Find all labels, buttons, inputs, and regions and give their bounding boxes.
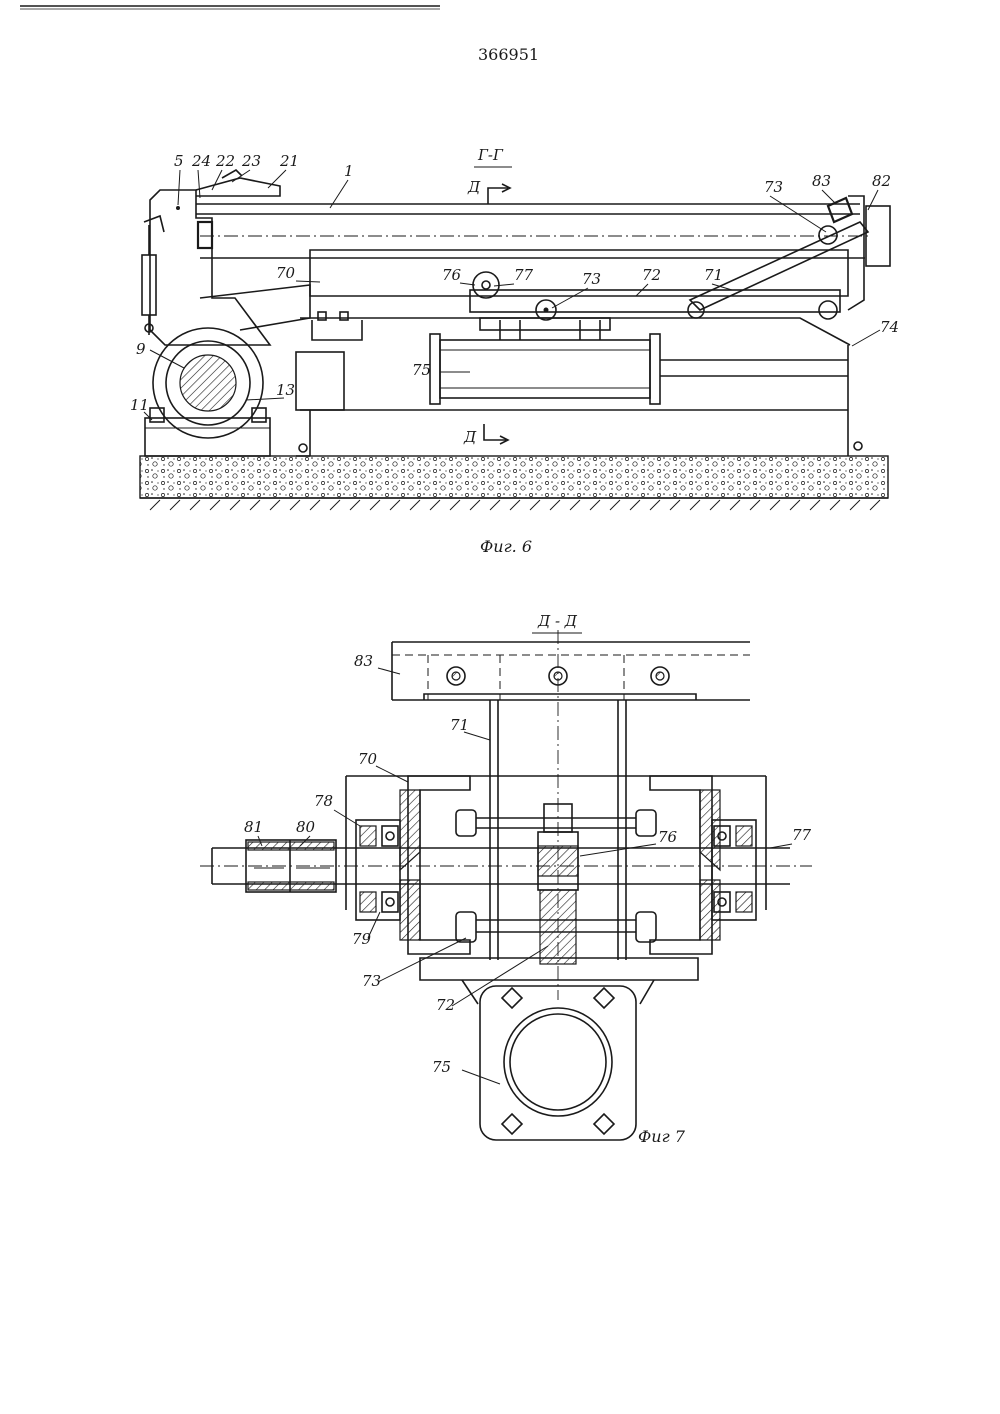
label-1: 1 xyxy=(344,162,354,180)
label-70: 70 xyxy=(276,264,296,282)
label-73b: 73 xyxy=(582,270,601,288)
roller-73-ur xyxy=(636,810,656,836)
label-79: 79 xyxy=(352,930,372,948)
fig6-caption: Фиг. 6 xyxy=(480,537,532,556)
fig7-caption: Фиг 7 xyxy=(638,1127,686,1146)
label-75: 75 xyxy=(432,1058,451,1076)
foundation-ground xyxy=(140,456,888,498)
left-cylinder xyxy=(142,255,156,315)
bearing-78-right xyxy=(712,820,756,920)
label-73: 73 xyxy=(362,972,381,990)
label-5: 5 xyxy=(174,152,184,170)
stop-22 xyxy=(198,222,212,248)
hydraulic-cylinder-75 xyxy=(440,340,650,398)
right-frame xyxy=(848,196,864,310)
figure-6: Г-Г Д Д xyxy=(130,146,899,556)
label-11: 11 xyxy=(130,396,149,414)
cylinder-flange-75 xyxy=(480,986,636,1140)
fig6-section-mark: Г-Г xyxy=(477,146,504,164)
fig6-cut-mark-top: Д xyxy=(467,178,481,196)
label-73: 73 xyxy=(764,178,783,196)
label-80: 80 xyxy=(296,818,316,836)
gear-76 xyxy=(473,272,499,298)
shaft-9 xyxy=(180,355,236,411)
beam-70 xyxy=(310,250,848,296)
ground-hatch xyxy=(150,500,880,510)
rack-72 xyxy=(470,290,840,312)
roller-73-ll xyxy=(456,912,476,942)
label-76: 76 xyxy=(658,828,678,846)
right-block-82 xyxy=(866,206,890,266)
label-75: 75 xyxy=(412,361,431,379)
beam-83 xyxy=(392,642,750,700)
label-22: 22 xyxy=(215,152,235,170)
label-81: 81 xyxy=(244,818,263,836)
label-70: 70 xyxy=(358,750,378,768)
stop-83 xyxy=(828,198,852,222)
fig6-cut-mark-bottom: Д xyxy=(463,428,477,446)
label-13: 13 xyxy=(276,381,295,399)
fig7-section-mark: Д - Д xyxy=(537,612,578,630)
label-77: 77 xyxy=(514,266,534,284)
label-78: 78 xyxy=(314,792,333,810)
label-77: 77 xyxy=(792,826,812,844)
patent-number: 366951 xyxy=(478,45,539,64)
bearing-78-left xyxy=(356,820,400,920)
lower-body xyxy=(300,345,848,456)
label-9: 9 xyxy=(136,340,146,358)
roller-73-ul xyxy=(456,810,476,836)
roller-73-lr xyxy=(636,912,656,942)
label-71: 71 xyxy=(704,266,723,284)
label-76: 76 xyxy=(442,266,462,284)
figure-7: Д - Д xyxy=(200,612,812,1146)
label-83: 83 xyxy=(812,172,831,190)
label-72: 72 xyxy=(642,266,661,284)
support-11 xyxy=(145,418,270,456)
label-71: 71 xyxy=(450,716,469,734)
lever-21 xyxy=(196,178,280,196)
label-74: 74 xyxy=(880,318,899,336)
rack-72 xyxy=(540,890,576,964)
label-72: 72 xyxy=(436,996,455,1014)
label-23: 23 xyxy=(241,152,261,170)
label-82: 82 xyxy=(872,172,891,190)
label-21: 21 xyxy=(279,152,299,170)
label-24: 24 xyxy=(191,152,211,170)
label-83: 83 xyxy=(354,652,373,670)
